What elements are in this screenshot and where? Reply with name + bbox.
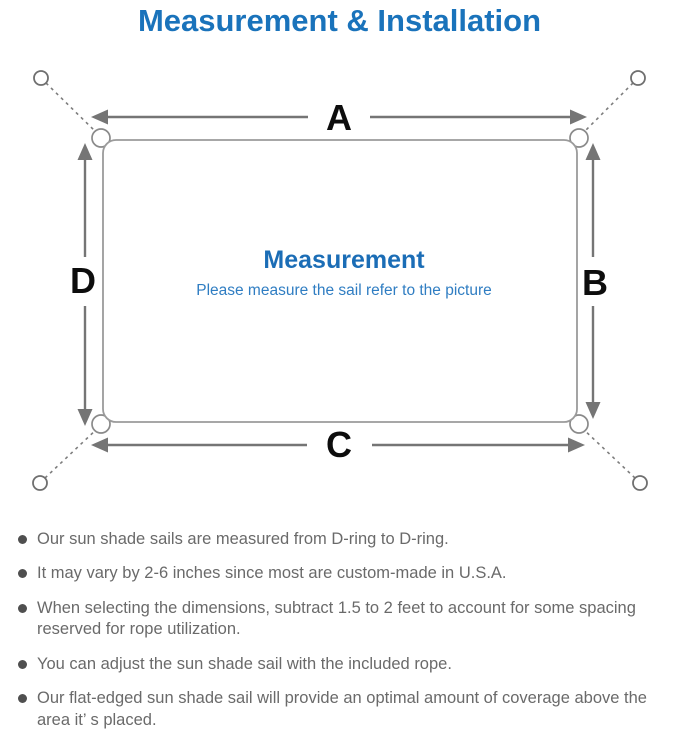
bullet-icon xyxy=(18,569,27,579)
rope-bottom-right-icon xyxy=(580,426,636,479)
bullet-icon xyxy=(18,659,27,669)
note-text: When selecting the dimensions, subtract … xyxy=(37,598,636,639)
note-item-2: It may vary by 2-6 inches since most are… xyxy=(16,563,667,584)
note-text: Our sun shade sails are measured from D-… xyxy=(37,530,449,548)
note-text: It may vary by 2-6 inches since most are… xyxy=(37,564,507,583)
rope-bottom-left-icon xyxy=(44,426,100,479)
dimension-arrow-c xyxy=(91,437,585,453)
anchor-point-bottom-right-icon xyxy=(632,475,648,491)
measurement-diagram: A C D B Measurement Please measure the s… xyxy=(32,70,648,491)
bullet-icon xyxy=(18,694,27,704)
bullet-icon xyxy=(18,603,27,613)
page-title: Measurement & Installation xyxy=(137,3,542,38)
anchor-point-top-right-icon xyxy=(630,70,646,86)
rope-top-right-icon xyxy=(580,82,634,136)
dimension-arrow-d xyxy=(77,143,93,426)
diagram-center-title: Measurement xyxy=(263,246,425,274)
diagram-center-subtitle: Please measure the sail refer to the pic… xyxy=(196,282,492,299)
dimension-arrow-b xyxy=(585,143,601,419)
note-text: You can adjust the sun shade sail with t… xyxy=(37,654,452,673)
note-item-1: Our sun shade sails are measured from D-… xyxy=(16,529,667,550)
d-ring-top-left-icon xyxy=(91,128,111,148)
notes-list: Our sun shade sails are measured from D-… xyxy=(16,529,667,739)
rope-top-left-icon xyxy=(45,82,100,136)
sun-shade-sail xyxy=(102,139,578,423)
dimension-label-d: D xyxy=(70,260,96,301)
bullet-icon xyxy=(18,535,27,544)
note-text: Our flat-edged sun shade sail will provi… xyxy=(37,689,647,729)
dimension-arrow-a xyxy=(91,109,587,125)
note-item-3: When selecting the dimensions, subtract … xyxy=(16,598,667,641)
d-ring-top-right-icon xyxy=(569,128,589,148)
note-item-5: Our flat-edged sun shade sail will provi… xyxy=(16,688,667,731)
dimension-label-c: C xyxy=(326,424,352,465)
note-item-4: You can adjust the sun shade sail with t… xyxy=(16,654,667,675)
dimension-label-a: A xyxy=(326,97,352,138)
dimension-label-b: B xyxy=(582,262,608,303)
d-ring-bottom-left-icon xyxy=(91,414,111,434)
anchor-point-bottom-left-icon xyxy=(32,475,48,491)
anchor-point-top-left-icon xyxy=(33,70,49,86)
d-ring-bottom-right-icon xyxy=(569,414,589,434)
